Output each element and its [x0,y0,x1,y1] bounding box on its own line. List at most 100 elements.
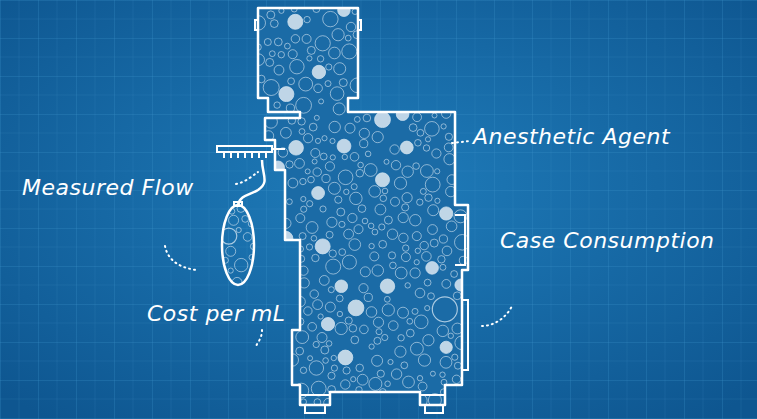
bubble [326,64,332,70]
bubble [391,197,400,206]
bubble [345,317,352,324]
bubble [425,137,430,142]
bubble [430,371,435,376]
bubble [312,254,319,261]
bubble [418,354,430,366]
bubble [338,350,353,365]
bubble [395,346,406,357]
bubble [263,80,279,96]
bubble [307,56,312,61]
bubble [313,300,323,310]
bubble [395,267,407,279]
bubble [306,222,318,234]
bubble [278,52,284,58]
bubble [330,138,335,143]
bubble [354,117,360,123]
bubble [415,140,422,147]
bubble [326,341,332,347]
bubble [291,35,299,43]
bubble [336,295,343,302]
bubble [414,315,428,329]
bubble [441,124,446,129]
bubble [372,355,383,366]
bubble [391,369,401,379]
bubble [384,296,390,302]
bubble [402,193,412,203]
bubble [412,232,421,241]
bubble [425,122,440,137]
bubble [351,336,359,344]
bubble [413,113,422,122]
bubble [373,317,383,327]
bubble [330,155,335,160]
bubble [345,35,351,41]
bubble [296,214,305,223]
bubble [309,361,323,375]
bubble [406,329,414,337]
bubble [341,380,350,389]
bubble [236,227,241,232]
bubble [368,223,374,229]
bubble [417,376,422,381]
bubble [420,241,428,249]
bubble [401,362,408,369]
bubble [413,163,420,170]
bubble [300,178,306,184]
bubble [432,113,437,118]
bubble [318,314,323,319]
bubble [356,169,364,177]
bubble [366,307,377,318]
bubble [274,102,280,108]
bubble [317,56,323,62]
bubble [380,195,387,202]
side-rail [455,215,468,370]
bubble [328,372,335,379]
bubble [288,178,298,188]
bubble [411,342,424,355]
bubble [288,78,295,85]
bubble [440,372,445,377]
bubble [331,365,337,371]
callout-label: Cost per mL [147,301,286,326]
bag-bubbles [221,205,257,288]
callout-label: Case Consumption [500,228,715,253]
bubble [312,159,317,164]
bubble [313,168,321,176]
wheels [300,395,445,413]
bubble [414,260,419,265]
bubble [328,287,334,293]
bubble [359,128,369,138]
bubble [360,140,368,148]
machine-outline [258,8,468,405]
bubble [289,141,304,156]
bubble [304,134,313,143]
bubble [422,252,432,262]
bubble [430,239,438,247]
bubble [364,293,372,301]
bubble [339,249,346,256]
bubble [398,307,409,318]
bubble [440,264,446,270]
bubble [339,79,347,87]
bubble [329,250,336,257]
monitor-notch [255,20,361,30]
bubble [400,141,413,154]
bubble [348,213,357,222]
bubble [428,293,435,300]
bubble [322,174,330,182]
bubble [349,239,361,251]
bubble [384,159,389,164]
breathing-bag [222,205,254,285]
bubble [325,302,335,312]
bubble [308,356,313,361]
bubble [342,154,347,159]
bubble [350,192,362,204]
bubble [327,217,337,227]
bubble [358,162,364,168]
bubble [435,198,440,203]
bubble [302,34,311,43]
bubble [326,231,333,238]
bubble [305,169,310,174]
bubble [348,300,364,316]
bubble [243,233,252,242]
